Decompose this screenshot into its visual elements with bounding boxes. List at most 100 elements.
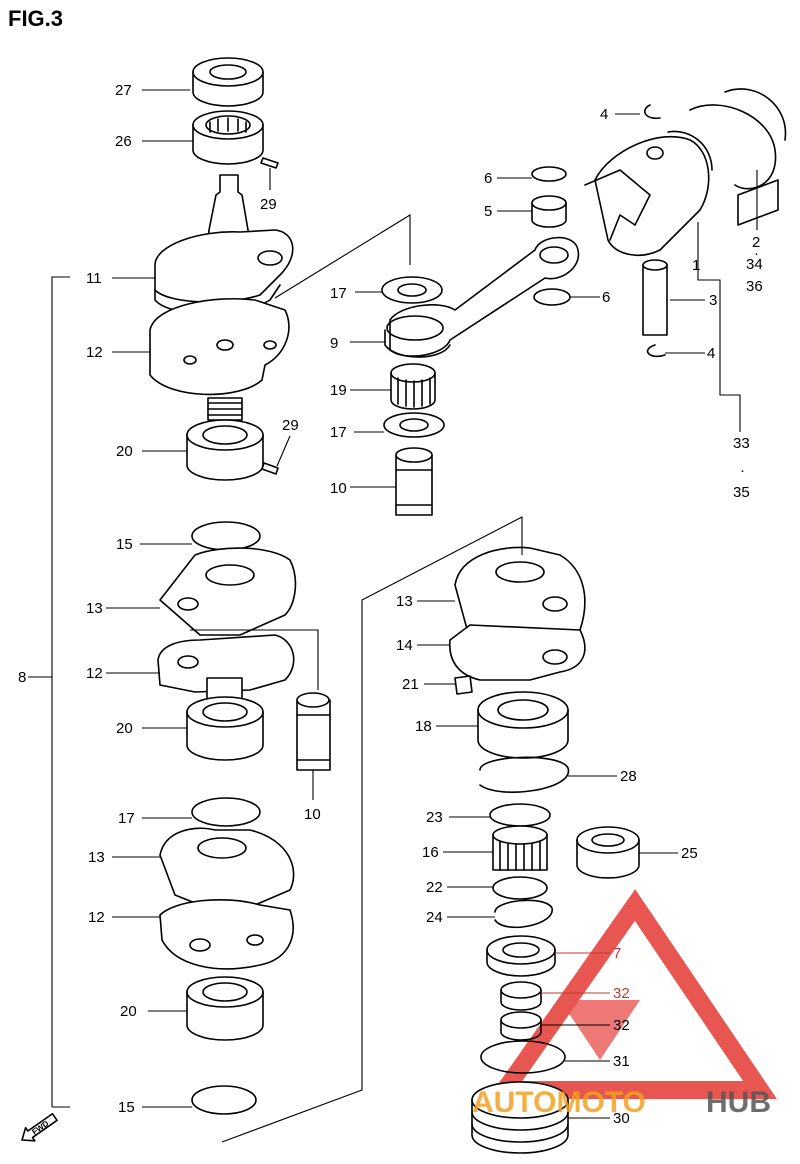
callout-5: 5 xyxy=(484,203,492,220)
washer-23 xyxy=(489,803,551,827)
callout-8: 8 xyxy=(18,669,26,686)
bearing-20a xyxy=(186,397,264,481)
guide-line-d xyxy=(697,222,741,432)
callout-20c: 20 xyxy=(120,1003,137,1020)
clip-4b xyxy=(646,344,666,358)
callout-19: 19 xyxy=(330,382,347,399)
callout-17c: 17 xyxy=(118,810,135,827)
callout-26: 26 xyxy=(115,133,132,150)
callout-33: 33 xyxy=(733,435,750,452)
separator-a: · xyxy=(754,245,759,262)
bearing-20c xyxy=(186,976,264,1041)
callout-27: 27 xyxy=(115,82,132,99)
bracket-8 xyxy=(51,276,70,1107)
callout-34: 34 xyxy=(746,256,763,273)
callout-20a: 20 xyxy=(116,443,133,460)
housing-30 xyxy=(471,1081,569,1154)
crank-web-12b xyxy=(157,634,295,693)
crank-web-12a xyxy=(149,297,290,396)
callout-12b: 12 xyxy=(86,665,103,682)
connecting-rod-9 xyxy=(384,236,580,358)
callout-13a: 13 xyxy=(86,600,103,617)
washer-22 xyxy=(492,876,548,900)
guide-line-a xyxy=(274,214,411,299)
callout-17a: 17 xyxy=(330,285,347,302)
collar-25 xyxy=(576,826,640,879)
fwd-arrow-icon: FWD xyxy=(21,1112,58,1142)
gear-16 xyxy=(492,825,548,871)
callout-28: 28 xyxy=(620,768,637,785)
crank-web-13b xyxy=(159,827,295,906)
key-21 xyxy=(454,675,473,695)
ring-15b xyxy=(191,1085,257,1115)
callout-14: 14 xyxy=(396,637,413,654)
bearing-32a xyxy=(500,981,542,1011)
callout-4a: 4 xyxy=(600,106,608,123)
piston-pin-3 xyxy=(642,259,668,336)
callout-2: 2 xyxy=(752,234,760,251)
crank-web-12c xyxy=(159,899,294,970)
callout-15a: 15 xyxy=(116,536,133,553)
piston-1 xyxy=(584,130,713,256)
washer-17a xyxy=(381,276,443,304)
callout-6a: 6 xyxy=(484,170,492,187)
callout-3: 3 xyxy=(709,292,717,309)
watermark-text-a: AUTOMOTO xyxy=(472,1086,646,1119)
pin-29b xyxy=(261,462,279,475)
ring-spec-tag xyxy=(737,179,779,226)
washer-6b xyxy=(533,288,571,306)
clip-4a xyxy=(644,104,661,120)
ring-2a xyxy=(689,104,777,190)
figure-title: FIG.3 xyxy=(8,6,63,31)
callout-9: 9 xyxy=(330,335,338,352)
bearing-32b xyxy=(500,1011,542,1041)
callout-29b: 29 xyxy=(282,417,299,434)
ring-2b xyxy=(724,88,787,141)
seal-7 xyxy=(486,935,556,977)
callout-11: 11 xyxy=(86,270,102,287)
watermark-logo xyxy=(487,889,777,1099)
crank-pin-10b xyxy=(296,692,331,771)
callout-24: 24 xyxy=(426,909,443,926)
bearing-26 xyxy=(192,110,264,165)
callout-10a: 10 xyxy=(330,480,347,497)
callout-18: 18 xyxy=(415,718,432,735)
callout-25: 25 xyxy=(681,845,698,862)
callout-22: 22 xyxy=(426,879,443,896)
crank-top-11 xyxy=(154,174,294,315)
callout-21: 21 xyxy=(402,676,419,693)
triangle-logo-icon xyxy=(487,889,777,1099)
ring-17c xyxy=(191,797,261,827)
crank-pin-10a xyxy=(395,447,433,516)
seal-27 xyxy=(192,57,264,107)
callout-35: 35 xyxy=(733,484,750,501)
callout-20b: 20 xyxy=(116,720,133,737)
callout-7: 7 xyxy=(613,945,621,962)
callout-10b: 10 xyxy=(304,806,321,823)
separator-b: · xyxy=(740,462,745,479)
callout-32a: 32 xyxy=(613,985,630,1002)
callout-6b: 6 xyxy=(602,289,610,306)
watermark-text-b: HUB xyxy=(706,1086,771,1119)
ring-15a xyxy=(191,521,261,551)
crank-web-13a xyxy=(159,547,297,636)
callout-12c: 12 xyxy=(88,909,105,926)
guide-line-c xyxy=(221,516,523,1143)
needle-bearing-19 xyxy=(390,363,436,410)
callout-32b: 32 xyxy=(613,1017,630,1034)
watermark-text: AUTOMOTO HUB xyxy=(472,1086,771,1119)
callout-29a: 29 xyxy=(260,196,277,213)
callout-31: 31 xyxy=(613,1053,630,1070)
washer-17b xyxy=(383,412,445,438)
ring-28 xyxy=(479,756,569,793)
bearing-5 xyxy=(531,166,567,228)
callout-1: 1 xyxy=(692,257,700,274)
clip-24 xyxy=(494,899,553,929)
callout-4b: 4 xyxy=(707,345,715,362)
leader-lines xyxy=(28,89,705,1119)
callout-12a: 12 xyxy=(86,344,103,361)
callout-23: 23 xyxy=(426,809,443,826)
callout-36: 36 xyxy=(746,278,763,295)
